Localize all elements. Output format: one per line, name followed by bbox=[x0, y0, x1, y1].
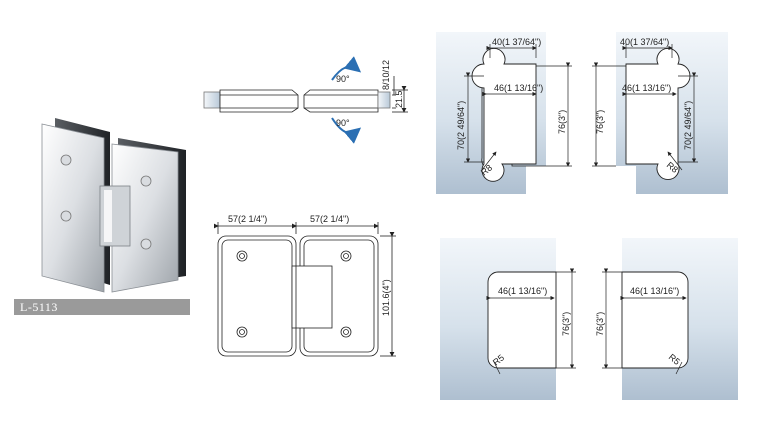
glass-cutout-bottom-right bbox=[602, 238, 738, 400]
glass-thickness-label: 8/10/12 bbox=[381, 60, 391, 90]
front-width-left-label: 57(2 1/4") bbox=[228, 214, 267, 224]
model-label: L-5113 bbox=[14, 299, 190, 315]
tr-inner-height-label: 70(2 49/64") bbox=[683, 101, 693, 150]
angle-up-label: 90° bbox=[336, 74, 350, 84]
tr-inner-width-label: 46(1 13/16") bbox=[622, 83, 671, 93]
body-depth-label: 21.5 bbox=[394, 90, 404, 108]
glass-cutout-top-left bbox=[436, 32, 572, 194]
tr-top-width-label: 40(1 37/64") bbox=[620, 37, 669, 47]
br-depth-label: 76(3") bbox=[595, 312, 605, 336]
screw-icon bbox=[236, 250, 352, 338]
bl-depth-label: 76(3") bbox=[561, 312, 571, 336]
glass-cutout-bottom-left bbox=[440, 238, 576, 400]
tl-inner-height-label: 70(2 49/64") bbox=[456, 101, 466, 150]
tl-depth-label: 76(3") bbox=[557, 110, 567, 134]
front-width-right-label: 57(2 1/4") bbox=[310, 214, 349, 224]
br-inner-width-label: 46(1 13/16") bbox=[630, 286, 679, 296]
product-photo bbox=[41, 118, 186, 293]
front-height-label: 101.6(4") bbox=[381, 279, 391, 316]
tl-top-width-label: 40(1 37/64") bbox=[492, 37, 541, 47]
angle-down-label: 90° bbox=[336, 118, 350, 128]
bl-inner-width-label: 46(1 13/16") bbox=[498, 286, 547, 296]
tr-depth-label: 76(3") bbox=[595, 110, 605, 134]
front-view bbox=[214, 222, 396, 357]
side-view bbox=[203, 56, 408, 144]
screw-icon bbox=[60, 154, 152, 250]
glass-cutout-top-right bbox=[592, 32, 728, 194]
tl-inner-width-label: 46(1 13/16") bbox=[494, 83, 543, 93]
